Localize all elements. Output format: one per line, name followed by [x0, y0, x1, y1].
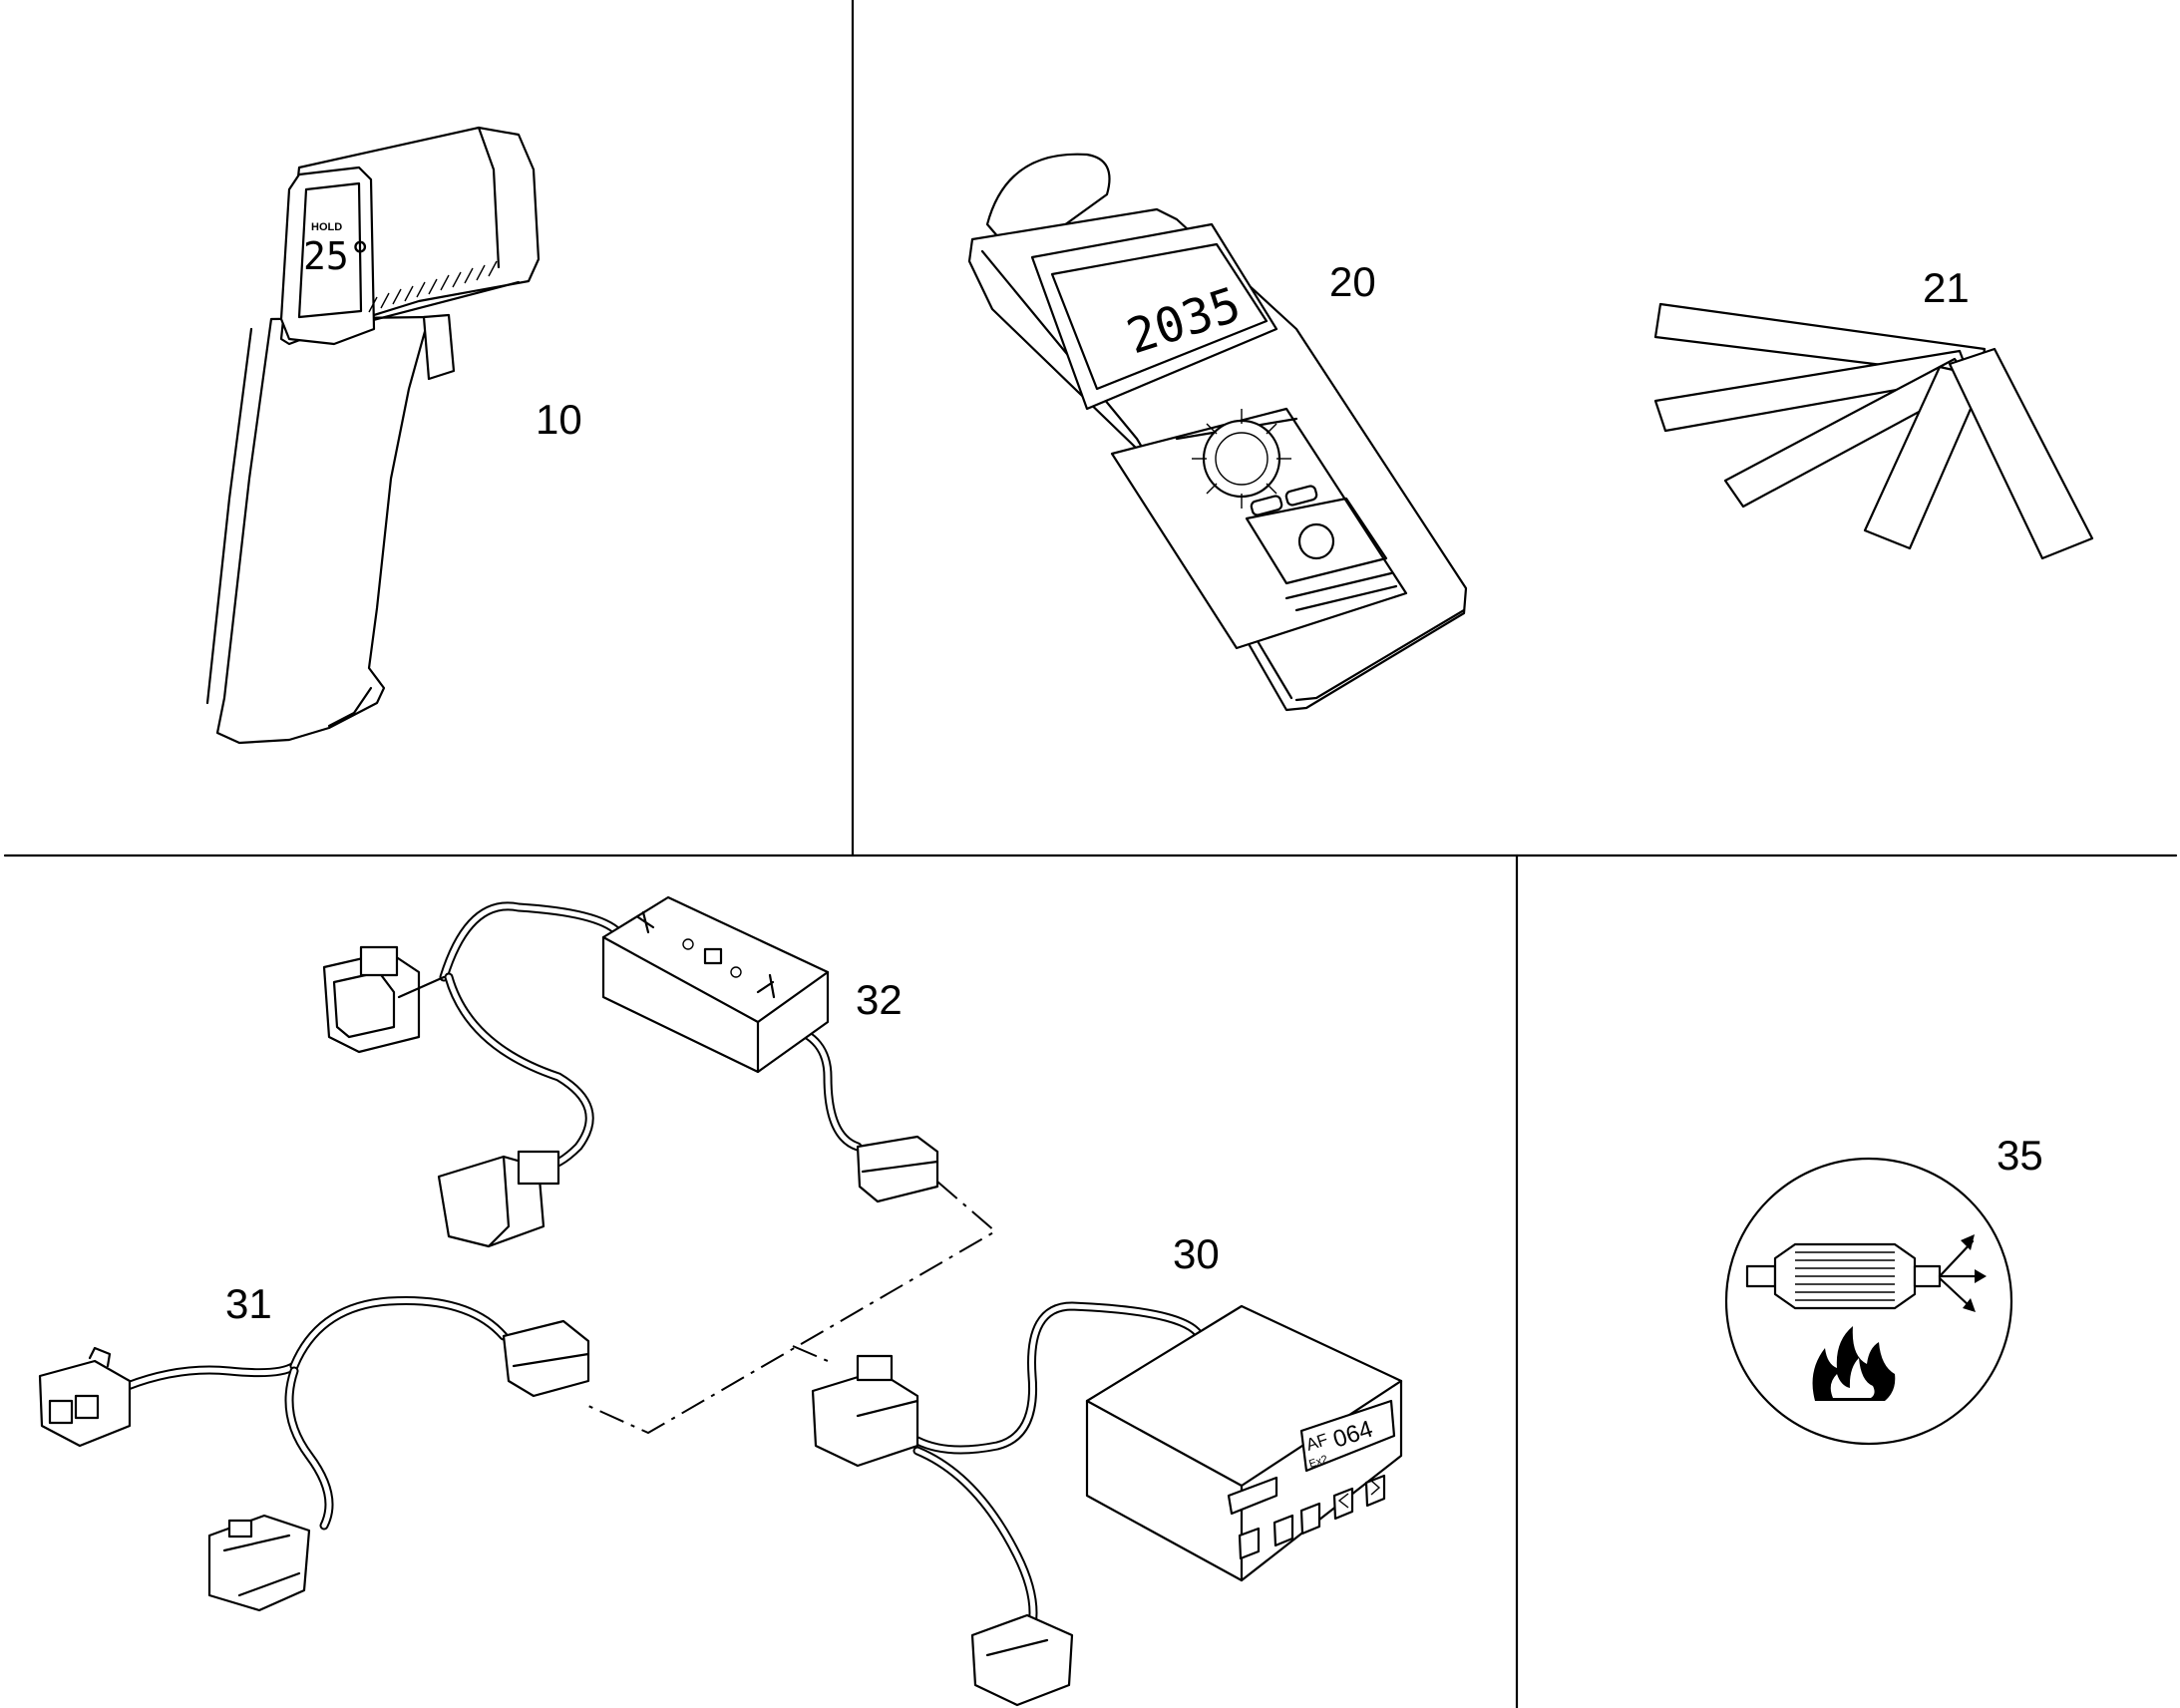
label-32: 32	[856, 976, 903, 1023]
label-31: 31	[225, 1280, 272, 1327]
thermometer-display-reading: 25°	[303, 234, 372, 278]
catalytic-converter-symbol	[1724, 1157, 2013, 1446]
analyzer-display-sub: Ex2	[1307, 1454, 1329, 1471]
panel-dividers	[3, 0, 2178, 1708]
label-35: 35	[1997, 1132, 2043, 1179]
analyzer-drawing: AF Ex2 064	[811, 1301, 1403, 1707]
label-10: 10	[536, 396, 582, 443]
adapter-harness-drawing	[38, 1295, 590, 1612]
label-30: 30	[1173, 1230, 1220, 1277]
label-20: 20	[1329, 258, 1376, 305]
thermometer-drawing: HOLD 25°	[205, 126, 541, 745]
reflective-strips-drawing	[1653, 302, 2094, 560]
adapter-harness-box-drawing	[322, 895, 939, 1248]
label-21: 21	[1923, 264, 1970, 311]
thermometer-display-mode: HOLD	[311, 221, 342, 233]
connection-lines	[587, 1181, 997, 1435]
tachometer-drawing: 2035	[967, 153, 1468, 712]
